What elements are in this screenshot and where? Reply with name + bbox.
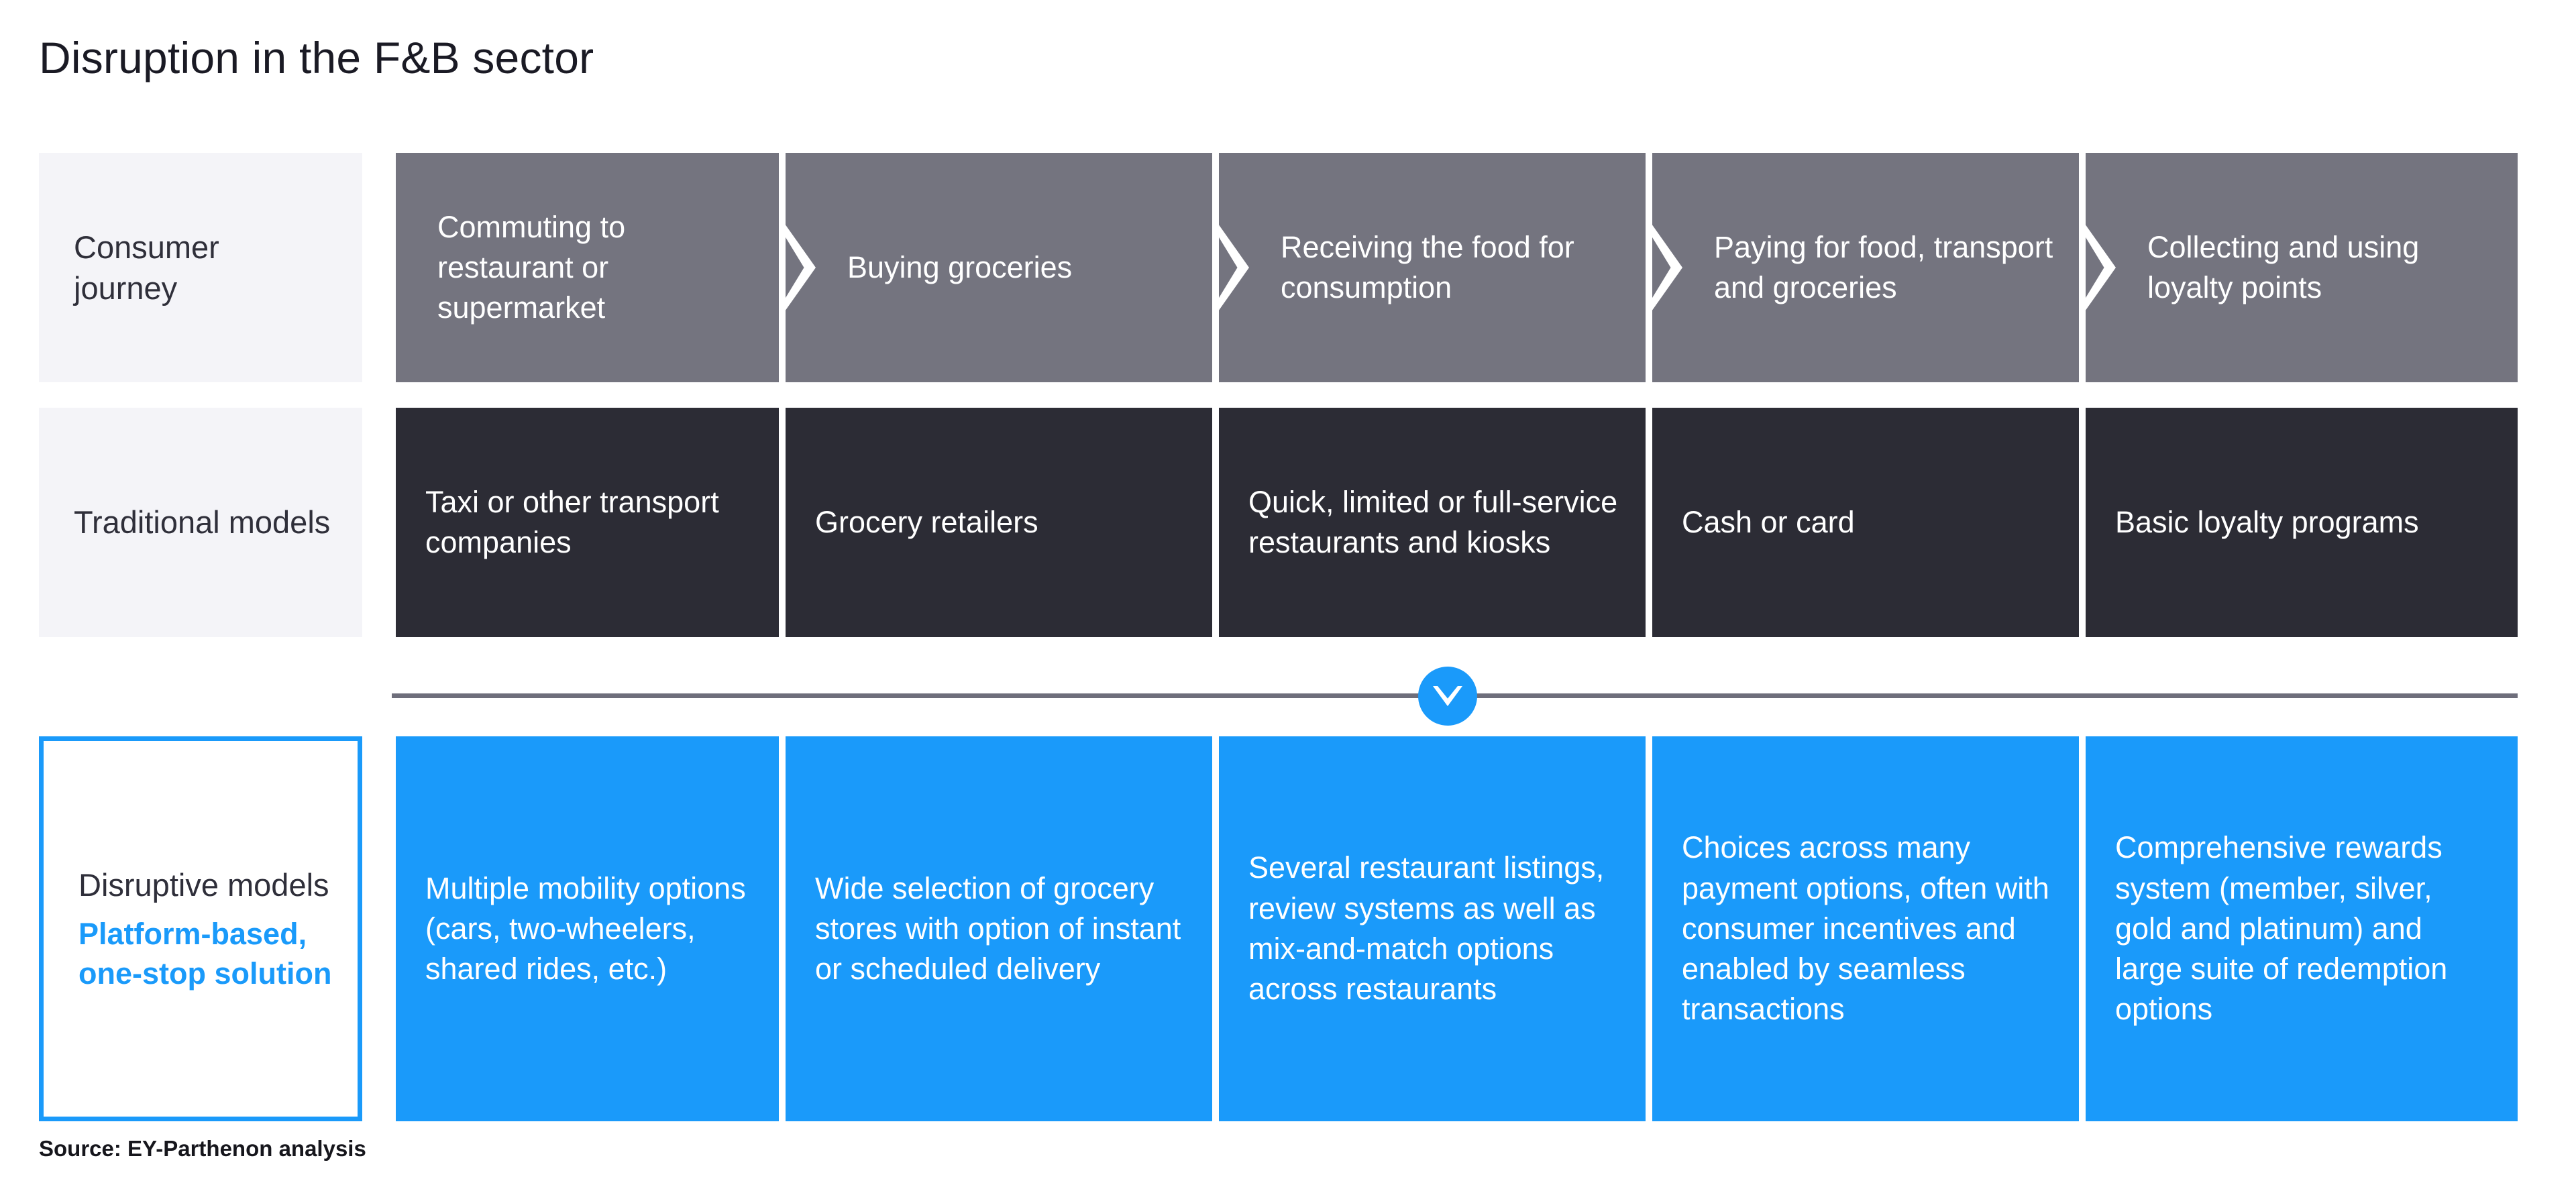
journey-cell-2[interactable]: Buying groceries	[786, 153, 1212, 382]
consumer-journey-cells: Commuting to restaurant or supermarket B…	[396, 153, 2518, 382]
chevron-down-icon	[1433, 686, 1462, 706]
row-label-line-1: Consumer	[74, 229, 219, 265]
chevron-right-icon	[1219, 224, 1249, 311]
disruptive-cell-3-text: Several restaurant listings, review syst…	[1248, 850, 1605, 1007]
traditional-cell-4[interactable]: Cash or card	[1652, 408, 2079, 637]
disruptive-cell-1[interactable]: Multiple mobility options (cars, two-whe…	[396, 736, 779, 1121]
source-note: Source: EY-Parthenon analysis	[39, 1136, 366, 1161]
traditional-models-row: Traditional models Taxi or other transpo…	[0, 408, 2576, 637]
consumer-journey-row: Consumer journey Commuting to restaurant…	[0, 153, 2576, 382]
disruptive-models-cells: Multiple mobility options (cars, two-whe…	[396, 736, 2518, 1121]
row-label-line-2: journey	[74, 270, 178, 306]
traditional-cell-5[interactable]: Basic loyalty programs	[2086, 408, 2518, 637]
row-label-disruptive-models: Disruptive models Platform-based, one-st…	[39, 736, 362, 1121]
chevron-right-icon	[2086, 224, 2087, 311]
chevron-right-icon	[1219, 224, 1220, 311]
page-title: Disruption in the F&B sector	[39, 33, 594, 82]
row-label-traditional-models: Traditional models	[39, 408, 362, 637]
row-label-highlight: Platform-based, one-stop solution	[78, 917, 332, 991]
disruptive-models-row: Disruptive models Platform-based, one-st…	[0, 736, 2576, 1121]
divider-chevron-badge[interactable]	[1418, 667, 1477, 726]
traditional-cell-5-text: Basic loyalty programs	[2115, 504, 2419, 539]
traditional-cell-1[interactable]: Taxi or other transport companies	[396, 408, 779, 637]
journey-cell-4[interactable]: Paying for food, transport and groceries	[1652, 153, 2079, 382]
row-label-text: Traditional models	[74, 504, 331, 541]
journey-cell-3[interactable]: Receiving the food for consumption	[1219, 153, 1646, 382]
disruptive-cell-1-text: Multiple mobility options (cars, two-whe…	[425, 870, 746, 986]
disruptive-cell-3[interactable]: Several restaurant listings, review syst…	[1219, 736, 1646, 1121]
journey-cell-1[interactable]: Commuting to restaurant or supermarket	[396, 153, 779, 382]
disruptive-cell-4[interactable]: Choices across many payment options, oft…	[1652, 736, 2079, 1121]
chevron-right-icon	[1652, 224, 1654, 311]
traditional-cell-3[interactable]: Quick, limited or full-service restauran…	[1219, 408, 1646, 637]
journey-cell-5[interactable]: Collecting and using loyalty points	[2086, 153, 2518, 382]
journey-cell-3-text: Receiving the food for consumption	[1281, 229, 1574, 304]
journey-cell-2-text: Buying groceries	[847, 249, 1073, 284]
journey-cell-1-text: Commuting to restaurant or supermarket	[437, 209, 626, 325]
transition-divider	[0, 667, 2576, 726]
row-label-consumer-journey: Consumer journey	[39, 153, 362, 382]
row-label-text: Consumer journey	[74, 227, 219, 308]
journey-cell-4-text: Paying for food, transport and groceries	[1714, 229, 2053, 304]
traditional-cell-3-text: Quick, limited or full-service restauran…	[1248, 484, 1618, 559]
traditional-cell-2-text: Grocery retailers	[815, 504, 1038, 539]
chevron-right-icon	[1652, 224, 1682, 311]
row-label-text: Disruptive models	[78, 866, 329, 903]
traditional-models-cells: Taxi or other transport companies Grocer…	[396, 408, 2518, 637]
disruptive-cell-5-text: Comprehensive rewards system (member, si…	[2115, 830, 2448, 1027]
chevron-right-icon	[2086, 224, 2116, 311]
traditional-cell-2[interactable]: Grocery retailers	[786, 408, 1212, 637]
disruptive-cell-2-text: Wide selection of grocery stores with op…	[815, 870, 1181, 986]
chevron-right-icon	[786, 224, 816, 311]
traditional-cell-4-text: Cash or card	[1682, 504, 1855, 539]
disruptive-cell-2[interactable]: Wide selection of grocery stores with op…	[786, 736, 1212, 1121]
disruptive-cell-4-text: Choices across many payment options, oft…	[1682, 830, 2049, 1027]
chevron-right-icon	[786, 224, 787, 311]
disruptive-cell-5[interactable]: Comprehensive rewards system (member, si…	[2086, 736, 2518, 1121]
traditional-cell-1-text: Taxi or other transport companies	[425, 484, 719, 559]
journey-cell-5-text: Collecting and using loyalty points	[2147, 229, 2420, 304]
